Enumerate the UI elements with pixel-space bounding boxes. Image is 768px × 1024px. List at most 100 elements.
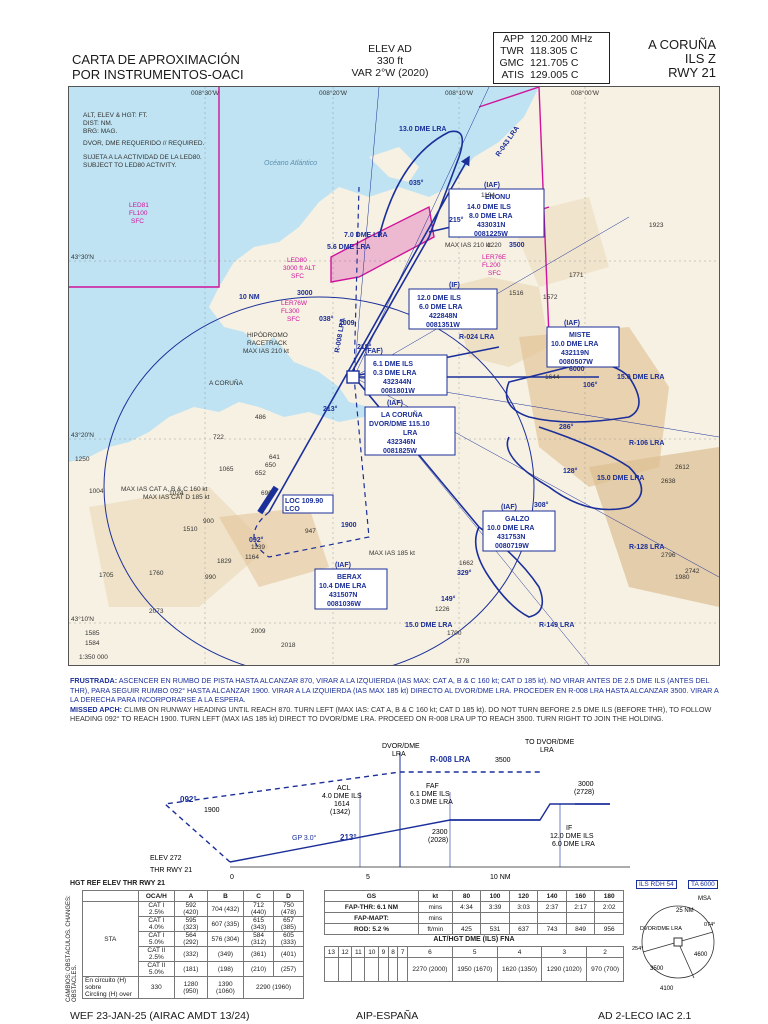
- procedure-identification: A CORUÑA ILS Z RWY 21: [612, 38, 716, 80]
- minima-header-row: OCA/H A B C D: [82, 890, 304, 902]
- dme-alt: [324, 957, 339, 982]
- profile-faf-dist2: 0.3 DME LRA: [410, 799, 453, 806]
- dme-label: 7.0 DME LRA: [344, 232, 388, 239]
- minima-table: OCA/H A B C D STA CAT I 2.5% 592 (420) 7…: [82, 890, 304, 999]
- fix-la-coruna[interactable]: (IAF) LA CORUÑA DVOR/DME 115.10 LRA 4323…: [364, 400, 456, 456]
- minima-row: STA CAT I 2.5% 592 (420) 704 (432) 712 (…: [82, 901, 304, 977]
- profile-faf-alt: 2300: [432, 829, 448, 836]
- profile-svg: DVOR/DME LRA R-008 LRA 3500 TO DVOR/DME …: [150, 739, 630, 881]
- minima-cat: CAT II 5.0%: [137, 961, 176, 977]
- rates-header: 120: [508, 890, 539, 902]
- dme-nm: 7: [397, 946, 409, 958]
- airspace-name: LED81: [129, 202, 149, 209]
- dme-alt: 1950 (1670): [451, 957, 498, 982]
- missed-en-label: MISSED APCH:: [70, 704, 123, 714]
- terrain-elev: 641: [269, 454, 280, 461]
- terrain-elev: 1572: [543, 294, 558, 301]
- dme-alt: 1620 (1350): [496, 957, 543, 982]
- fix-dist2: 6.0 DME LRA: [419, 304, 463, 311]
- fix-if[interactable]: (IF) 12.0 DME ILS 6.0 DME LRA 422848N 00…: [408, 282, 498, 330]
- procedure-name: ILS Z: [684, 51, 716, 66]
- rates-cell: 4:34: [451, 901, 482, 913]
- profile-acl: ACL: [337, 785, 351, 792]
- missed-es-label: FRUSTRADA:: [70, 676, 118, 685]
- msa-title: MSA: [698, 896, 711, 902]
- lon-tick: 008°20'W: [319, 89, 348, 97]
- course-label: 038°: [319, 315, 334, 323]
- profile-to-dvor: TO DVOR/DME: [525, 739, 575, 746]
- altitude-label: 1900: [341, 522, 357, 529]
- terrain-elev: 2638: [661, 478, 676, 485]
- dvor-symbol: [346, 370, 360, 384]
- fix-type: (IAF): [564, 320, 580, 327]
- terrain-elev: 990: [205, 574, 216, 581]
- profile-faf: FAF: [426, 783, 439, 790]
- terrain-elev: 1778: [455, 658, 470, 665]
- fix-berax[interactable]: (IAF) BERAX 10.4 DME LRA 431507N 0081036…: [314, 562, 388, 610]
- dme-nm: 12: [337, 946, 353, 958]
- terrain-elev: 722: [213, 434, 224, 441]
- radial-label: R-128 LRA: [629, 544, 664, 551]
- circling-cell: 2290 (1960): [243, 976, 304, 999]
- terrain-elev: 1220: [487, 242, 502, 249]
- course-label: 308°: [534, 501, 549, 509]
- terrain-elev: 1705: [99, 572, 114, 579]
- airspace-name: LED80: [287, 257, 307, 264]
- msa-radius: 25 NM: [676, 908, 694, 914]
- rates-unit: ft/min: [417, 923, 453, 935]
- fix-faf[interactable]: (FAF) 6.1 DME ILS 0.3 DME LRA 432344N 00…: [364, 348, 448, 396]
- elev-label: ELEV AD: [368, 43, 412, 55]
- rates-cell: 3:39: [480, 901, 510, 913]
- fix-galzo[interactable]: (IAF) GALZO 10.0 DME LRA 431753N 0080719…: [482, 504, 556, 552]
- dme-nm: 9: [378, 946, 389, 958]
- rates-cell: 531: [480, 923, 510, 935]
- city-label: A CORUÑA: [209, 378, 244, 387]
- profile-alt-1900: 1900: [204, 807, 220, 814]
- dme-label: 5.6 DME LRA: [327, 244, 371, 251]
- terrain-elev: 1226: [435, 606, 450, 613]
- terrain-elev: 1584: [85, 640, 100, 647]
- terrain-elev: 2018: [281, 642, 296, 649]
- loc-box[interactable]: LOC 109.90 LCO: [282, 494, 334, 514]
- minima-header: B: [206, 890, 245, 902]
- fix-enonu[interactable]: (IAF) ENONU 14.0 DME ILS 8.0 DME LRA 433…: [448, 182, 545, 238]
- hippodrome-label: HIPÓDROMO: [247, 330, 288, 339]
- fix-lat: 422848N: [429, 313, 457, 320]
- dme-alt: 970 (700): [586, 957, 624, 982]
- terrain-elev: 900: [203, 518, 214, 525]
- dme-nm: 2: [586, 946, 624, 958]
- terrain-elev: 1923: [649, 222, 664, 229]
- altitude-label: 1009: [339, 320, 355, 327]
- freq-unit: ATIS: [501, 69, 524, 81]
- lat-tick: 43°20'N: [71, 431, 94, 439]
- ias-label: MAX IAS CAT A, B & C 160 kt: [121, 486, 208, 493]
- lat-tick: 43°30'N: [71, 253, 94, 261]
- fix-dist2: 8.0 DME LRA: [469, 213, 513, 220]
- fix-type: (IAF): [501, 504, 517, 511]
- course-label: 218°: [357, 343, 372, 351]
- fix-miste[interactable]: (IAF) MISTE 10.0 DME LRA 432119N 0080507…: [546, 320, 620, 368]
- rates-row: FAP-THR: 6.1 NM mins 4:34 3:39 3:03 2:37…: [324, 901, 624, 913]
- terrain-elev: 2009: [251, 628, 266, 635]
- dme-nm: 8: [387, 946, 399, 958]
- ias-label: MAX IAS 185 kt: [369, 550, 415, 557]
- airspace-upper: FL300: [281, 308, 300, 315]
- terrain-elev: 2612: [675, 464, 690, 471]
- rates-cell: 2:37: [537, 901, 567, 913]
- airspace-name: LER76W: [281, 300, 308, 307]
- profile-alt: 3500: [495, 757, 511, 764]
- msa-center: DVOR/DME LRA: [640, 926, 682, 932]
- minima-cell: 592 (420): [174, 901, 208, 917]
- loc-label: LOC 109.90: [285, 498, 323, 505]
- rates-cell: 3:03: [508, 901, 539, 913]
- ocean-area: [69, 87, 539, 462]
- dme-label: 15.0 DME LRA: [617, 374, 664, 381]
- profile-gp: GP 3.0°: [292, 834, 317, 842]
- missed-approach-es: FRUSTRADA: ASCENCER EN RUMBO DE PISTA HA…: [70, 676, 720, 705]
- dme-nm: 4: [496, 946, 543, 958]
- legend-line: SUBJECT TO LED80 ACTIVITY.: [83, 162, 177, 169]
- terrain-elev: 1980: [675, 574, 690, 581]
- profile-faf-dist: 6.1 DME ILS: [410, 791, 450, 798]
- msa-sector: 3500: [650, 966, 664, 972]
